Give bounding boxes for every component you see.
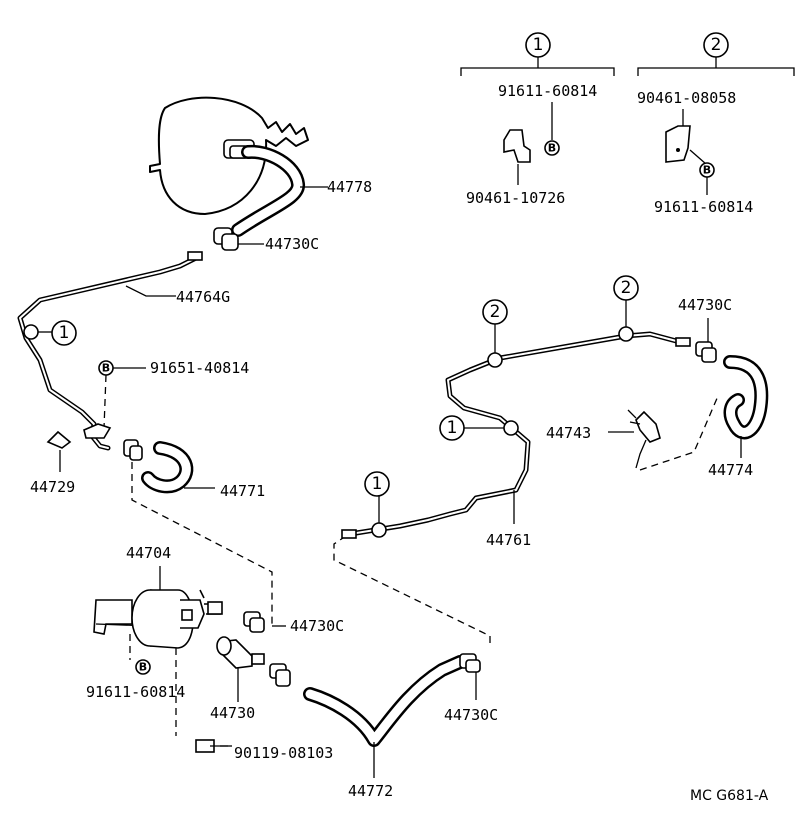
clip-icon [46,430,72,449]
svg-text:B: B [548,142,556,155]
legend-group-1-part-a-label: 91611-60814 [498,82,597,100]
legend-group-2-part-b-label: 91611-60814 [654,198,753,216]
label-44771: 44771 [220,482,265,500]
label-44704: 44704 [126,544,171,562]
marker-circle-one: 1 [447,418,458,438]
label-91651-40814: 91651-40814 [150,359,249,377]
label-44729: 44729 [30,478,75,496]
svg-text:B: B [703,164,711,177]
clamp-icon [269,663,291,687]
diagram-code: MC G681-A [690,788,769,804]
legend-group-2-mark: 2 [711,35,722,55]
junction-marker [371,522,387,538]
clamp-icon [243,611,265,633]
label-44730c-bottom: 44730C [444,706,498,724]
legend-group-2: 2 90461-08058 B 91611-60814 [637,32,795,216]
junction-marker [23,324,39,340]
label-44764g: 44764G [176,288,230,306]
clamp-icon [213,227,239,251]
legend-group-1-mark: 1 [533,35,544,55]
label-44730c-mid: 44730C [290,617,344,635]
junction-marker [487,352,503,368]
svg-text:B: B [139,661,147,674]
label-44743: 44743 [546,424,591,442]
label-44772: 44772 [348,782,393,800]
clamp-icon [123,439,143,461]
marker-circle-two: 2 [621,278,632,298]
check-valve-icon [216,636,265,669]
legend-group-1: 1 91611-60814 B 90461-10726 [460,32,615,207]
junction-marker [618,326,634,342]
bracket-icon [665,125,691,163]
label-44730c-top: 44730C [265,235,319,253]
label-44761: 44761 [486,531,531,549]
label-44730c-right: 44730C [678,296,732,314]
label-44778: 44778 [327,178,372,196]
marker-circle-one: 1 [372,474,383,494]
clamp-icon [459,653,481,673]
vacuum-pump-icon [93,589,223,649]
legend-group-2-part-a-label: 90461-08058 [637,89,736,107]
bolt-b-icon [135,659,151,675]
label-91611-60814-lower: 91611-60814 [86,683,185,701]
label-44730: 44730 [210,704,255,722]
label-90119-08103: 90119-08103 [234,744,333,762]
label-44774: 44774 [708,461,753,479]
legend-group-1-part-b-label: 90461-10726 [466,189,565,207]
svg-text:B: B [102,362,110,375]
sensor-icon [627,409,661,469]
junction-marker [503,420,519,436]
clamp-icon [695,341,717,363]
marker-circle-two: 2 [490,302,501,322]
marker-circle-one: 1 [59,323,70,343]
bolt-b-icon [544,140,560,156]
pipe-bracket-icon [83,423,112,439]
bracket-icon [503,129,531,163]
